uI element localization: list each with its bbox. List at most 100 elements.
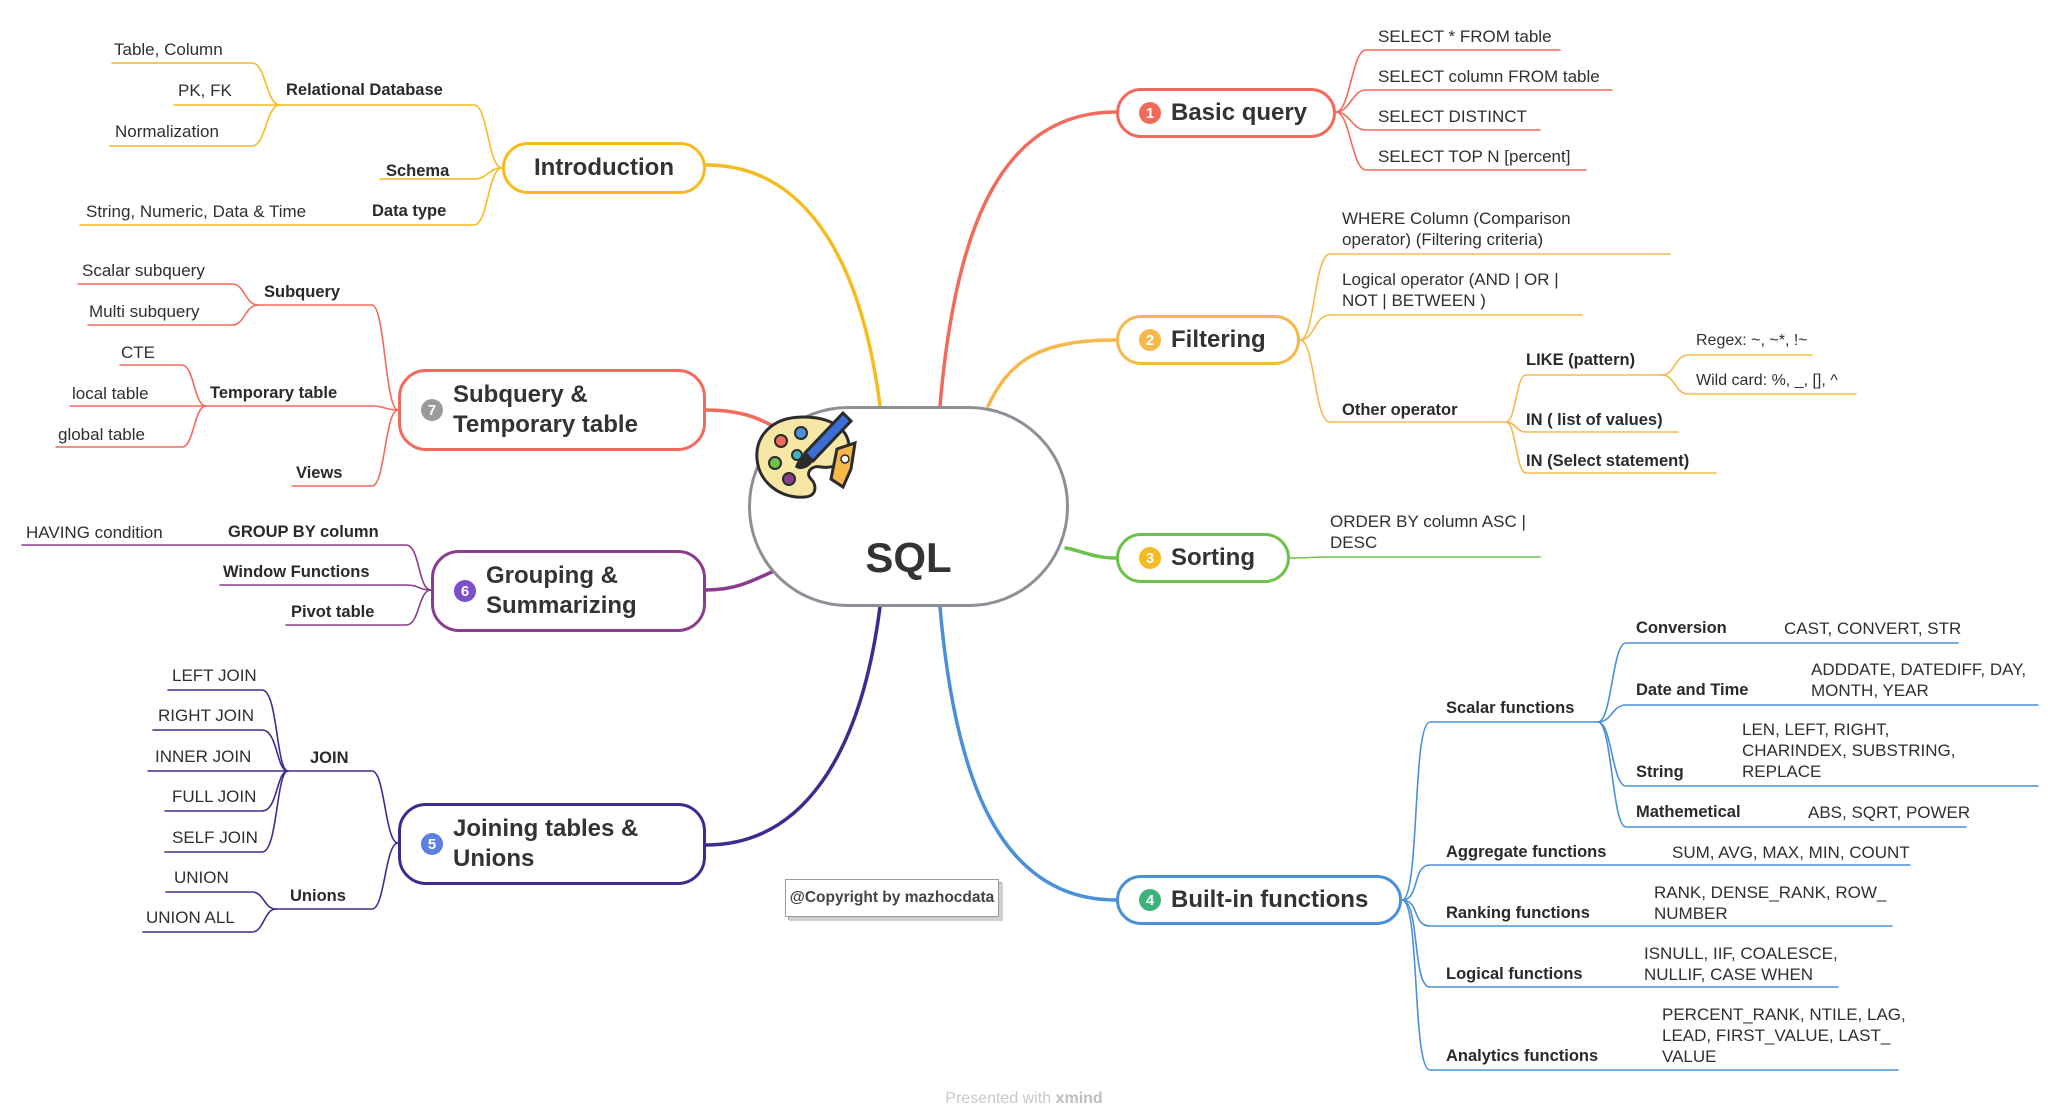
- leaf-logical-operator[interactable]: Logical operator (AND | OR | NOT | BETWE…: [1342, 269, 1559, 311]
- subtopic-schema[interactable]: Schema: [386, 162, 450, 180]
- subtopic-scalar-functions[interactable]: Scalar functions: [1446, 699, 1575, 717]
- topic-grouping-summarizing[interactable]: 6 Grouping & Summarizing: [431, 550, 706, 632]
- leaf-global-table[interactable]: global table: [58, 425, 145, 444]
- leaf-left-join[interactable]: LEFT JOIN: [172, 666, 257, 685]
- subtopic-analytics-functions[interactable]: Analytics functions: [1446, 1047, 1599, 1065]
- leaf-analytics-values[interactable]: PERCENT_RANK, NTILE, LAG, LEAD, FIRST_VA…: [1662, 1004, 1906, 1067]
- leaf-ranking-values[interactable]: RANK, DENSE_RANK, ROW_ NUMBER: [1654, 882, 1886, 924]
- leaf-local-table[interactable]: local table: [72, 384, 149, 403]
- leaf-select-column[interactable]: SELECT column FROM table: [1378, 67, 1600, 86]
- topic-label-line: Temporary table: [453, 411, 638, 438]
- leaf-line: PERCENT_RANK, NTILE, LAG,: [1662, 1005, 1906, 1024]
- subtopic-data-type[interactable]: Data type: [372, 202, 447, 220]
- leaf-normalization[interactable]: Normalization: [115, 122, 219, 141]
- leaf-line: NUMBER: [1654, 904, 1728, 923]
- subtopic-views[interactable]: Views: [296, 464, 343, 482]
- subtopic-logical-functions[interactable]: Logical functions: [1446, 965, 1583, 983]
- subtopic-aggregate-functions[interactable]: Aggregate functions: [1446, 843, 1607, 861]
- topic-filtering[interactable]: 2 Filtering: [1116, 315, 1300, 365]
- footer-brand: xmind: [1055, 1090, 1103, 1107]
- leaf-line: ORDER BY column ASC |: [1330, 512, 1526, 531]
- leaf-line: LEN, LEFT, RIGHT,: [1742, 720, 1890, 739]
- topic-label: Built-in functions: [1171, 886, 1369, 913]
- topic-built-in-functions[interactable]: 4 Built-in functions: [1116, 875, 1402, 925]
- leaf-inner-join[interactable]: INNER JOIN: [155, 747, 252, 766]
- topic-label: Grouping & Summarizing: [486, 561, 637, 621]
- leaf-aggregate-values[interactable]: SUM, AVG, MAX, MIN, COUNT: [1672, 843, 1910, 862]
- leaf-line: ISNULL, IIF, COALESCE,: [1644, 944, 1838, 963]
- topic-number-badge: 6: [454, 580, 476, 602]
- topic-label-line: Joining tables &: [453, 815, 639, 842]
- topic-label: Filtering: [1171, 326, 1266, 353]
- leaf-regex[interactable]: Regex: ~, ~*, !~: [1696, 332, 1808, 349]
- leaf-scalar-subquery[interactable]: Scalar subquery: [82, 261, 205, 280]
- leaf-wildcard[interactable]: Wild card: %, _, [], ^: [1696, 372, 1838, 389]
- leaf-line: WHERE Column (Comparison: [1342, 209, 1571, 228]
- leaf-logical-values[interactable]: ISNULL, IIF, COALESCE, NULLIF, CASE WHEN: [1644, 943, 1838, 985]
- topic-label-line: Summarizing: [486, 592, 637, 619]
- topic-number-badge: 7: [421, 399, 443, 421]
- leaf-in-list[interactable]: IN ( list of values): [1526, 411, 1663, 429]
- topic-number-badge: 4: [1139, 889, 1161, 911]
- topic-number-badge: 2: [1139, 329, 1161, 351]
- leaf-union[interactable]: UNION: [174, 868, 229, 887]
- subtopic-subquery[interactable]: Subquery: [264, 283, 341, 301]
- leaf-line: LEAD, FIRST_VALUE, LAST_: [1662, 1026, 1891, 1045]
- subtopic-group-by[interactable]: GROUP BY column: [228, 523, 379, 541]
- topic-label: Joining tables & Unions: [453, 814, 638, 874]
- subtopic-pivot-table[interactable]: Pivot table: [291, 603, 375, 621]
- leaf-full-join[interactable]: FULL JOIN: [172, 787, 257, 806]
- topic-basic-query[interactable]: 1 Basic query: [1116, 88, 1336, 138]
- subtopic-ranking-functions[interactable]: Ranking functions: [1446, 904, 1590, 922]
- central-topic[interactable]: SQL: [748, 406, 1069, 607]
- leaf-conversion-functions[interactable]: CAST, CONVERT, STR: [1784, 619, 1962, 638]
- leaf-select-all[interactable]: SELECT * FROM table: [1378, 27, 1552, 46]
- subtopic-temporary-table[interactable]: Temporary table: [210, 384, 338, 402]
- leaf-pk-fk[interactable]: PK, FK: [178, 81, 232, 100]
- copyright-box: @Copyright by mazhocdata: [785, 879, 999, 917]
- leaf-order-by[interactable]: ORDER BY column ASC | DESC: [1330, 511, 1526, 553]
- subtopic-conversion[interactable]: Conversion: [1636, 619, 1727, 637]
- topic-sorting[interactable]: 3 Sorting: [1116, 533, 1290, 583]
- topic-introduction[interactable]: Introduction: [502, 142, 706, 194]
- leaf-line: REPLACE: [1742, 762, 1822, 781]
- leaf-line: NOT | BETWEEN ): [1342, 291, 1486, 310]
- topic-label: Sorting: [1171, 544, 1255, 571]
- leaf-in-select[interactable]: IN (Select statement): [1526, 452, 1690, 470]
- leaf-having-condition[interactable]: HAVING condition: [26, 523, 163, 542]
- leaf-data-type-values[interactable]: String, Numeric, Data & Time: [86, 202, 307, 221]
- topic-subquery-temporary[interactable]: 7 Subquery & Temporary table: [398, 369, 706, 451]
- leaf-multi-subquery[interactable]: Multi subquery: [89, 302, 200, 321]
- topic-label-line: Subquery &: [453, 381, 588, 408]
- topic-label-line: Grouping &: [486, 562, 618, 589]
- leaf-string-functions[interactable]: LEN, LEFT, RIGHT, CHARINDEX, SUBSTRING, …: [1742, 719, 1955, 782]
- leaf-right-join[interactable]: RIGHT JOIN: [158, 706, 255, 725]
- topic-label: Introduction: [534, 154, 674, 181]
- subtopic-join[interactable]: JOIN: [310, 749, 349, 767]
- subtopic-date-time[interactable]: Date and Time: [1636, 681, 1749, 699]
- subtopic-mathematical[interactable]: Mathemetical: [1636, 803, 1741, 821]
- topic-number-badge: 1: [1139, 102, 1161, 124]
- subtopic-other-operator[interactable]: Other operator: [1342, 401, 1458, 419]
- subtopic-string[interactable]: String: [1636, 763, 1684, 781]
- leaf-table-column[interactable]: Table, Column: [114, 40, 223, 59]
- leaf-union-all[interactable]: UNION ALL: [146, 908, 235, 927]
- leaf-self-join[interactable]: SELF JOIN: [172, 828, 258, 847]
- leaf-cte[interactable]: CTE: [121, 343, 155, 362]
- leaf-line: DESC: [1330, 533, 1378, 552]
- leaf-line: NULLIF, CASE WHEN: [1644, 965, 1814, 984]
- subtopic-window-functions[interactable]: Window Functions: [223, 563, 370, 581]
- leaf-select-top[interactable]: SELECT TOP N [percent]: [1378, 147, 1571, 166]
- leaf-math-functions[interactable]: ABS, SQRT, POWER: [1808, 803, 1971, 822]
- presented-with-footer: Presented with xmind: [0, 1090, 2048, 1108]
- topic-joining-tables[interactable]: 5 Joining tables & Unions: [398, 803, 706, 885]
- central-topic-title: SQL: [865, 534, 952, 581]
- subtopic-like-pattern[interactable]: LIKE (pattern): [1526, 351, 1636, 369]
- subtopic-relational-database[interactable]: Relational Database: [286, 81, 443, 99]
- leaf-date-time-functions[interactable]: ADDDATE, DATEDIFF, DAY, MONTH, YEAR: [1811, 659, 2026, 701]
- subtopic-unions[interactable]: Unions: [290, 887, 346, 905]
- leaf-where-column[interactable]: WHERE Column (Comparison operator) (Filt…: [1342, 208, 1571, 250]
- leaf-select-distinct[interactable]: SELECT DISTINCT: [1378, 107, 1527, 126]
- paint-palette-icon: [755, 410, 857, 499]
